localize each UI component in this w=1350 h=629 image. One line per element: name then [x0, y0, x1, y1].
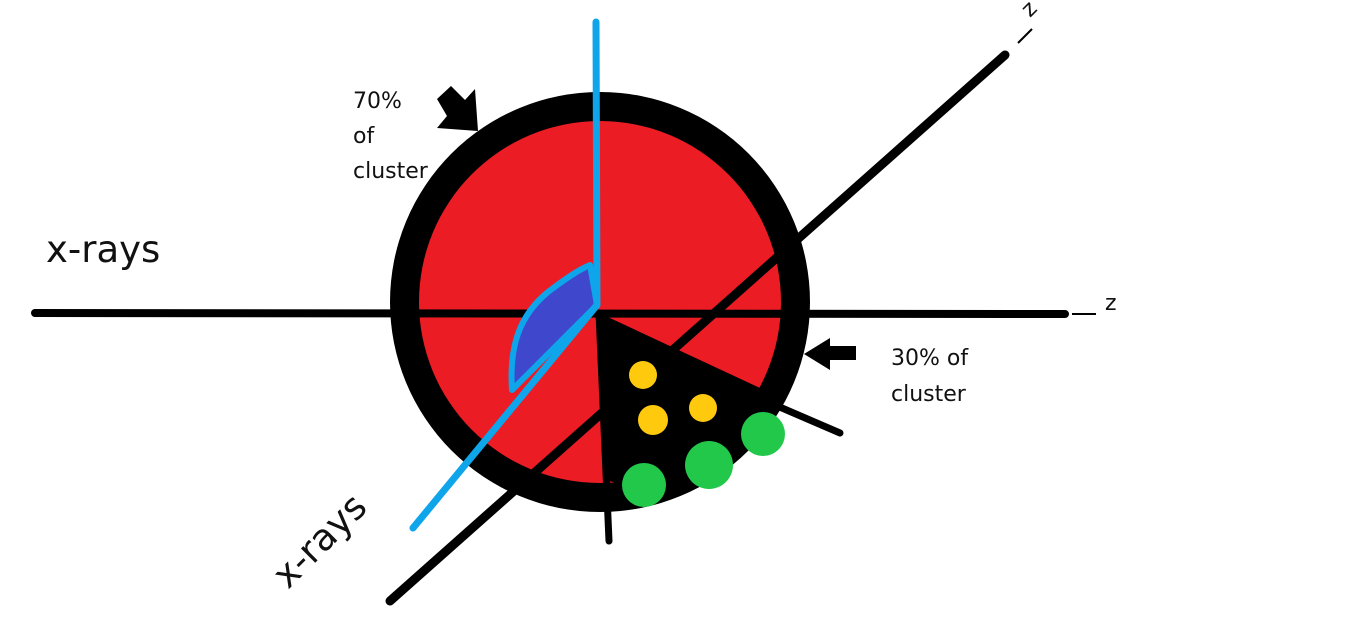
xrays-diagonal-label: x-rays — [264, 485, 375, 596]
upper-of-label: of — [353, 124, 375, 149]
diagonal-axis — [385, 50, 1010, 606]
upper-cluster-label: cluster — [353, 159, 429, 184]
lower-cluster-label: cluster — [891, 382, 967, 407]
lower-right-line — [771, 401, 844, 437]
blue-vertical-axis — [592, 18, 601, 309]
green-dot — [741, 412, 785, 456]
blue-diagonal-axis — [409, 301, 601, 532]
arrow-70-icon — [437, 86, 478, 131]
yellow-dot — [629, 361, 657, 389]
arrow-30-icon — [804, 338, 856, 370]
green-dot — [622, 463, 666, 507]
z-horizontal-label: z — [1105, 291, 1117, 316]
lower-percent-label: 30% of — [891, 346, 969, 371]
yellow-dot — [638, 405, 668, 435]
blue-patch — [508, 262, 600, 393]
upper-percent-label: 70% — [353, 89, 402, 114]
green-dot — [685, 441, 733, 489]
z-diagonal-label: z — [1017, 0, 1043, 22]
vertical-lower-line — [595, 309, 613, 545]
xrays-horizontal-label: x-rays — [46, 228, 160, 271]
diagonal-z-tick — [1017, 28, 1033, 44]
yellow-dot — [689, 394, 717, 422]
